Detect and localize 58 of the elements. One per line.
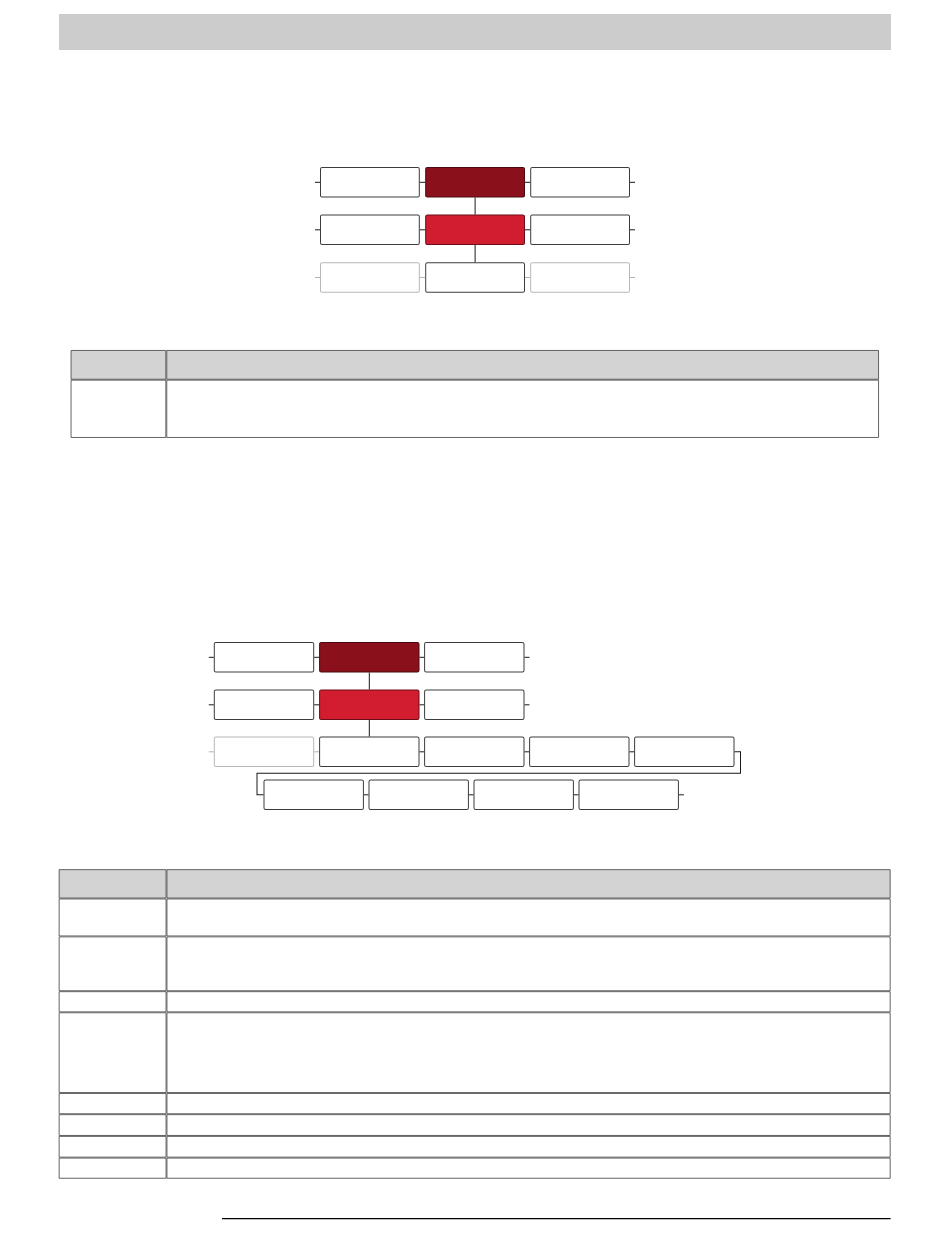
connector-line: [419, 229, 426, 231]
connector-line: [419, 656, 425, 658]
menu-box: [320, 262, 420, 293]
menu-box: [320, 167, 420, 198]
menu-box: [530, 262, 630, 293]
connector-line: [524, 229, 531, 231]
connector-line: [208, 704, 215, 706]
connector-line: [368, 672, 370, 690]
menu-box: [320, 214, 420, 246]
menu-box: [319, 736, 420, 768]
connector-line: [524, 181, 531, 183]
menu-box: [319, 642, 420, 673]
menu-box: [368, 779, 469, 811]
menu-box: [424, 642, 525, 673]
connector-line: [313, 656, 320, 658]
connector-line: [419, 751, 425, 753]
connector-line: [256, 751, 741, 796]
connector-line: [363, 794, 369, 796]
connector-line: [573, 794, 579, 796]
connector-line: [419, 704, 425, 706]
connector-line: [678, 794, 685, 796]
menu-box: [634, 736, 735, 768]
connector-line: [208, 751, 215, 753]
menu-box: [529, 736, 630, 768]
menu-box: [424, 689, 525, 721]
connector-line: [419, 181, 426, 183]
menu-box: [424, 736, 525, 768]
connector-line: [524, 751, 530, 753]
menu-box: [473, 779, 574, 811]
menu-box: [213, 689, 315, 721]
menu-box: [530, 167, 630, 198]
connector-line: [468, 794, 474, 796]
connector-line: [314, 181, 321, 183]
menu-box: [213, 642, 315, 673]
connector-line: [208, 656, 215, 658]
menu-box: [319, 689, 420, 721]
connector-line: [524, 277, 531, 278]
connector-line: [629, 229, 636, 231]
connector-line: [474, 197, 476, 215]
connector-line: [313, 751, 320, 753]
menu-box: [213, 736, 315, 768]
menu-box: [425, 214, 525, 246]
connector-line: [314, 229, 321, 231]
connector-line: [629, 751, 635, 753]
menu-box: [578, 779, 679, 811]
menu-box: [425, 262, 525, 293]
connector-line: [629, 277, 636, 278]
connector-line: [419, 277, 426, 278]
menu-box: [425, 167, 525, 198]
connector-line: [313, 704, 320, 706]
menu-box: [263, 779, 364, 811]
connector-line: [474, 244, 476, 263]
connector-line: [314, 277, 321, 278]
connector-line: [368, 719, 370, 737]
connector-line: [629, 181, 636, 183]
connector-line: [524, 704, 530, 706]
menu-box: [530, 214, 630, 246]
connector-line: [524, 656, 530, 658]
